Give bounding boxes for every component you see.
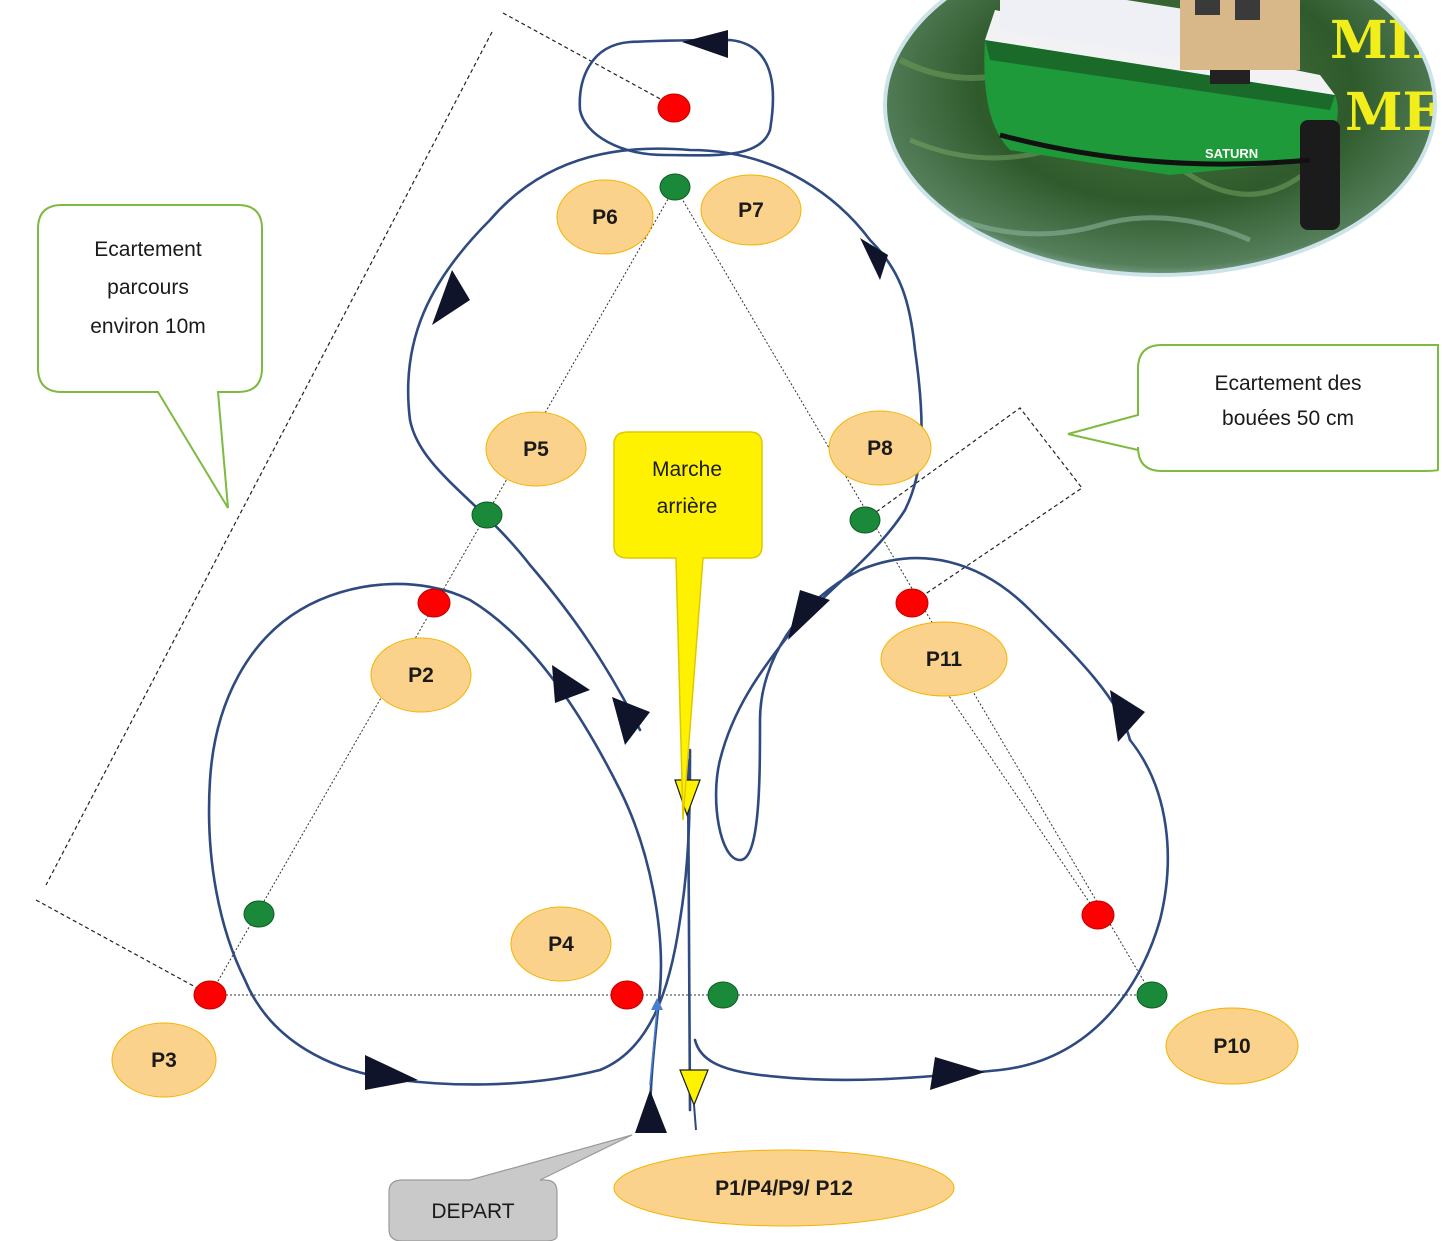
callout-reverse-line2: arrière [657, 495, 718, 518]
reverse-arrow-icon-top [674, 779, 701, 817]
callout-reverse-line1: Marche [652, 458, 722, 481]
red-buoy [610, 980, 644, 1010]
callout-buoy-spacing-line2: bouées 50 cm [1222, 407, 1354, 430]
arrow-icon-top [682, 30, 728, 58]
position-p4-text: P4 [548, 933, 574, 956]
position-p11 [880, 621, 1008, 697]
green-buoy [243, 900, 275, 928]
logo-text-bottom: MED [1345, 82, 1442, 143]
green-buoy [659, 173, 691, 201]
red-buoy [657, 93, 691, 123]
callout-buoy-spacing: Ecartement des bouées 50 cm [1067, 344, 1439, 472]
position-p3 [111, 1022, 217, 1098]
arrow-icon-left-bottom [365, 1055, 418, 1090]
buoys [193, 93, 1168, 1010]
reverse-arrow-icon-bottom [679, 1069, 709, 1107]
logo-border [883, 0, 1437, 277]
callout-start-text: DEPART [431, 1200, 514, 1223]
arrow-icon-left-up [552, 665, 590, 703]
position-p8 [828, 410, 932, 486]
position-p3-text: P3 [151, 1049, 177, 1072]
club-logo: SATURN MINI MED [885, 0, 1442, 275]
route-arrows [365, 30, 1145, 1133]
red-buoy [895, 588, 929, 618]
reverse-exit-line [693, 1104, 697, 1131]
position-p-start-text: P1/P4/P9/ P12 [715, 1177, 853, 1200]
red-buoy [1081, 900, 1115, 930]
position-p10-text: P10 [1213, 1035, 1250, 1058]
callout-course-spacing-line1: Ecartement [94, 238, 202, 261]
green-buoy [471, 501, 503, 529]
callout-start: DEPART [388, 1134, 633, 1241]
start-direction-line [649, 998, 663, 1086]
position-p2 [370, 637, 472, 713]
red-buoy [193, 980, 227, 1010]
position-p8-text: P8 [867, 437, 893, 460]
position-p7 [700, 174, 802, 246]
position-p7-text: P7 [738, 199, 764, 222]
callout-course-spacing-line3: environ 10m [90, 315, 206, 338]
position-p5-text: P5 [523, 438, 549, 461]
callout-reverse: Marche arrière [613, 431, 763, 821]
tugboat-illustration: SATURN [984, 0, 1340, 230]
boat-name-label: SATURN [1205, 146, 1258, 161]
position-p2-text: P2 [408, 664, 434, 687]
position-p6-text: P6 [592, 206, 618, 229]
callout-course-spacing: Ecartement parcours environ 10m [37, 204, 263, 509]
arrow-icon-start [635, 1090, 667, 1133]
arrow-icon-mid-right [788, 590, 830, 640]
position-p5 [485, 411, 587, 487]
reverse-arrows [674, 779, 709, 1107]
red-buoy [417, 588, 451, 618]
green-buoy [849, 506, 881, 534]
callout-course-spacing-line2: parcours [107, 276, 189, 299]
position-p10 [1165, 1007, 1299, 1085]
position-p11-text: P11 [926, 648, 963, 671]
callout-buoy-spacing-line1: Ecartement des [1214, 372, 1361, 395]
measurement-lines [35, 12, 1083, 996]
green-buoy [707, 981, 739, 1009]
position-label-texts: P6 P7 P5 P8 P2 P11 P4 P3 P10 P1/P4/P9/ P… [151, 199, 1251, 1200]
green-buoy [1136, 981, 1168, 1009]
arrow-icon-upper-left [432, 270, 470, 325]
arrow-icon-right-bottom [930, 1057, 985, 1090]
arrow-icon-upper-right [860, 238, 888, 280]
position-p6 [556, 179, 654, 255]
arrow-icon-right-up [1110, 690, 1145, 742]
position-labels [111, 174, 1299, 1227]
position-p-start [613, 1149, 955, 1227]
arrow-icon-center-up [612, 697, 650, 745]
position-p4 [510, 906, 612, 982]
